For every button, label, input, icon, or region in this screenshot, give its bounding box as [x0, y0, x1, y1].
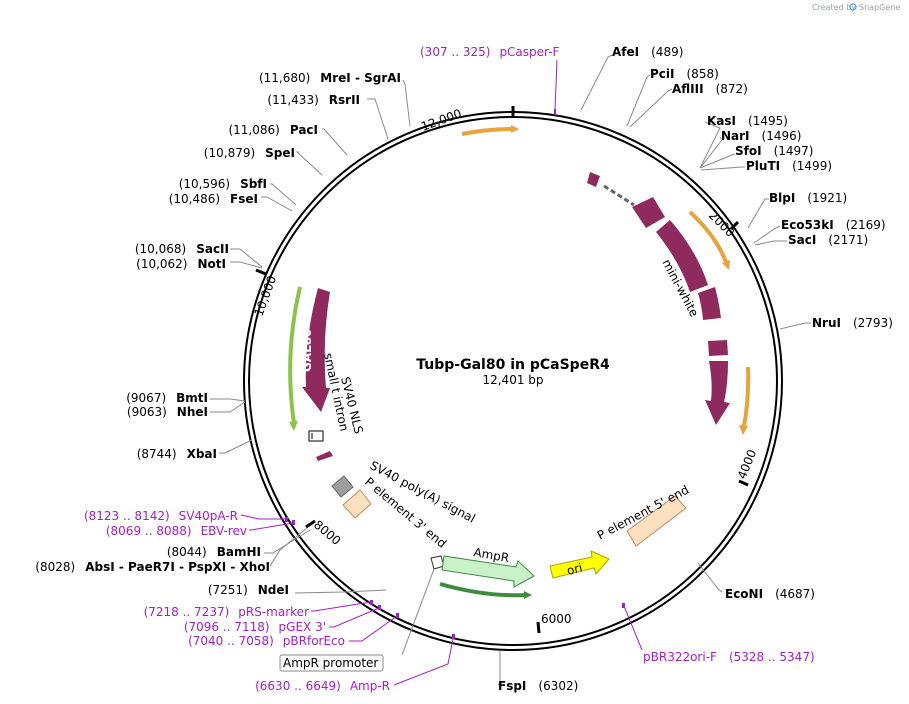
site-label: EcoNI(4687): [725, 587, 815, 601]
orf-arrow-right2-head: [739, 425, 748, 435]
tick-label: 8000: [311, 518, 343, 548]
orf-arrow-right2: [742, 366, 751, 427]
tick-mark: [255, 268, 267, 276]
primer-label: (7218 .. 7237)pRS-marker: [144, 605, 309, 619]
snapgene-logo-icon: [849, 3, 857, 11]
orf-arrow-left-head: [289, 421, 298, 431]
gal80-gene: [302, 288, 330, 412]
primer-markers: [285, 109, 625, 639]
ori-label: ori: [565, 561, 584, 578]
ampr-label: AmpR: [472, 545, 510, 565]
p-element-5-feature: [626, 495, 687, 547]
site-label: NruI(2793): [812, 316, 893, 330]
ampr-promoter-leader: [401, 568, 435, 656]
site-label: AflIII(872): [672, 82, 748, 96]
site-label: BlpI(1921): [769, 191, 847, 205]
site-label: (11,680)MreI - SgrAI: [259, 71, 401, 85]
primer-label: (7096 .. 7118)pGEX 3': [184, 620, 326, 634]
primer-label: (6630 .. 6649)Amp-R: [255, 679, 390, 693]
tick-mark: [305, 519, 316, 529]
tick-label: 10,000: [252, 274, 280, 318]
primer-label: (8123 .. 8142)SV40pA-R: [84, 509, 238, 523]
site-label: SacI(2171): [788, 233, 868, 247]
site-label: (10,596)SbfI: [179, 177, 267, 191]
site-leader-lines-left: [210, 79, 411, 594]
gal80-label: GAL80: [300, 329, 314, 372]
site-label: (7251)NdeI: [208, 583, 289, 597]
site-label: SfoI(1497): [735, 144, 813, 158]
site-label: KasI(1495): [707, 114, 788, 128]
primer-label: pBR322ori-F(5328 .. 5347): [643, 650, 815, 664]
site-label: (10,068)SacII: [135, 242, 229, 256]
credit-brand: SnapGene: [859, 3, 900, 12]
mini-white-gene: [698, 287, 721, 320]
primer-label: (307 .. 325)pCasper-F: [420, 45, 560, 59]
orf-arrow-top-head: [511, 125, 519, 133]
orf-arrow-bottom-head: [524, 591, 532, 599]
primer-label: (8069 .. 8088)EBV-rev: [106, 524, 247, 538]
site-label: (8028)AbsI - PaeR7I - PspXI - XhoI: [35, 560, 270, 574]
sv40-nls-feature: [316, 451, 333, 461]
orf-arrow-right-head: [722, 260, 730, 270]
mini-white-dashed: [603, 184, 635, 207]
orf-arrow-right: [688, 210, 728, 263]
site-label: (8044)BamHI: [167, 545, 261, 559]
site-label: PluTI(1499): [746, 159, 832, 173]
small-t-intron-feature: [308, 430, 324, 442]
orf-arrow-top: [461, 127, 514, 136]
site-leader-lines: [497, 54, 811, 686]
site-label: (10,879)SpeI: [204, 146, 295, 160]
orf-arrow-left: [288, 286, 302, 424]
plasmid-size: 12,401 bp: [482, 373, 543, 387]
tick-mark: [729, 220, 740, 231]
site-label: PciI(858): [650, 67, 719, 81]
site-label: (9063)NheI: [127, 405, 208, 419]
mini-white-gene: [705, 361, 730, 425]
ampr-promoter-label: AmpR promoter: [283, 656, 378, 670]
sv40-polya-feature: [331, 475, 354, 498]
site-label: (11,433)RsrII: [267, 93, 360, 107]
tick-label: 4000: [735, 448, 759, 482]
credit-text: Created by: [812, 3, 856, 12]
tick-mark: [536, 621, 541, 634]
site-label: (10,486)FseI: [169, 192, 258, 206]
ampr-feature: [441, 555, 535, 588]
site-label: (9067)BmtI: [126, 391, 208, 405]
ori-feature: [549, 550, 610, 579]
ampr-promoter-box: [279, 654, 384, 672]
site-label: NarI(1496): [721, 129, 801, 143]
mini-white-gene: [708, 340, 728, 356]
p-element-3-feature: [342, 489, 372, 519]
tick-label: 12,000: [419, 106, 463, 134]
site-label: Eco53kI(2169): [781, 218, 886, 232]
tick-label: 6000: [541, 612, 572, 626]
mini-white-gene: [587, 172, 600, 187]
primer-leader-lines: [240, 59, 643, 686]
mini-white-gene: [656, 220, 708, 292]
site-label: (8744)XbaI: [137, 447, 217, 461]
site-label: AfeI(489): [612, 45, 683, 59]
tick-mark: [738, 479, 749, 487]
mini-white-gene: [632, 197, 665, 228]
site-label: FspI(6302): [498, 679, 578, 693]
orf-arrow-bottom: [439, 582, 527, 598]
primer-label: (7040 .. 7058)pBRforEco: [188, 634, 345, 648]
plasmid-name: Tubp-Gal80 in pCaSpeR4: [416, 357, 610, 373]
site-label: (11,086)PacI: [228, 123, 318, 137]
site-label: (10,062)NotI: [136, 257, 226, 271]
